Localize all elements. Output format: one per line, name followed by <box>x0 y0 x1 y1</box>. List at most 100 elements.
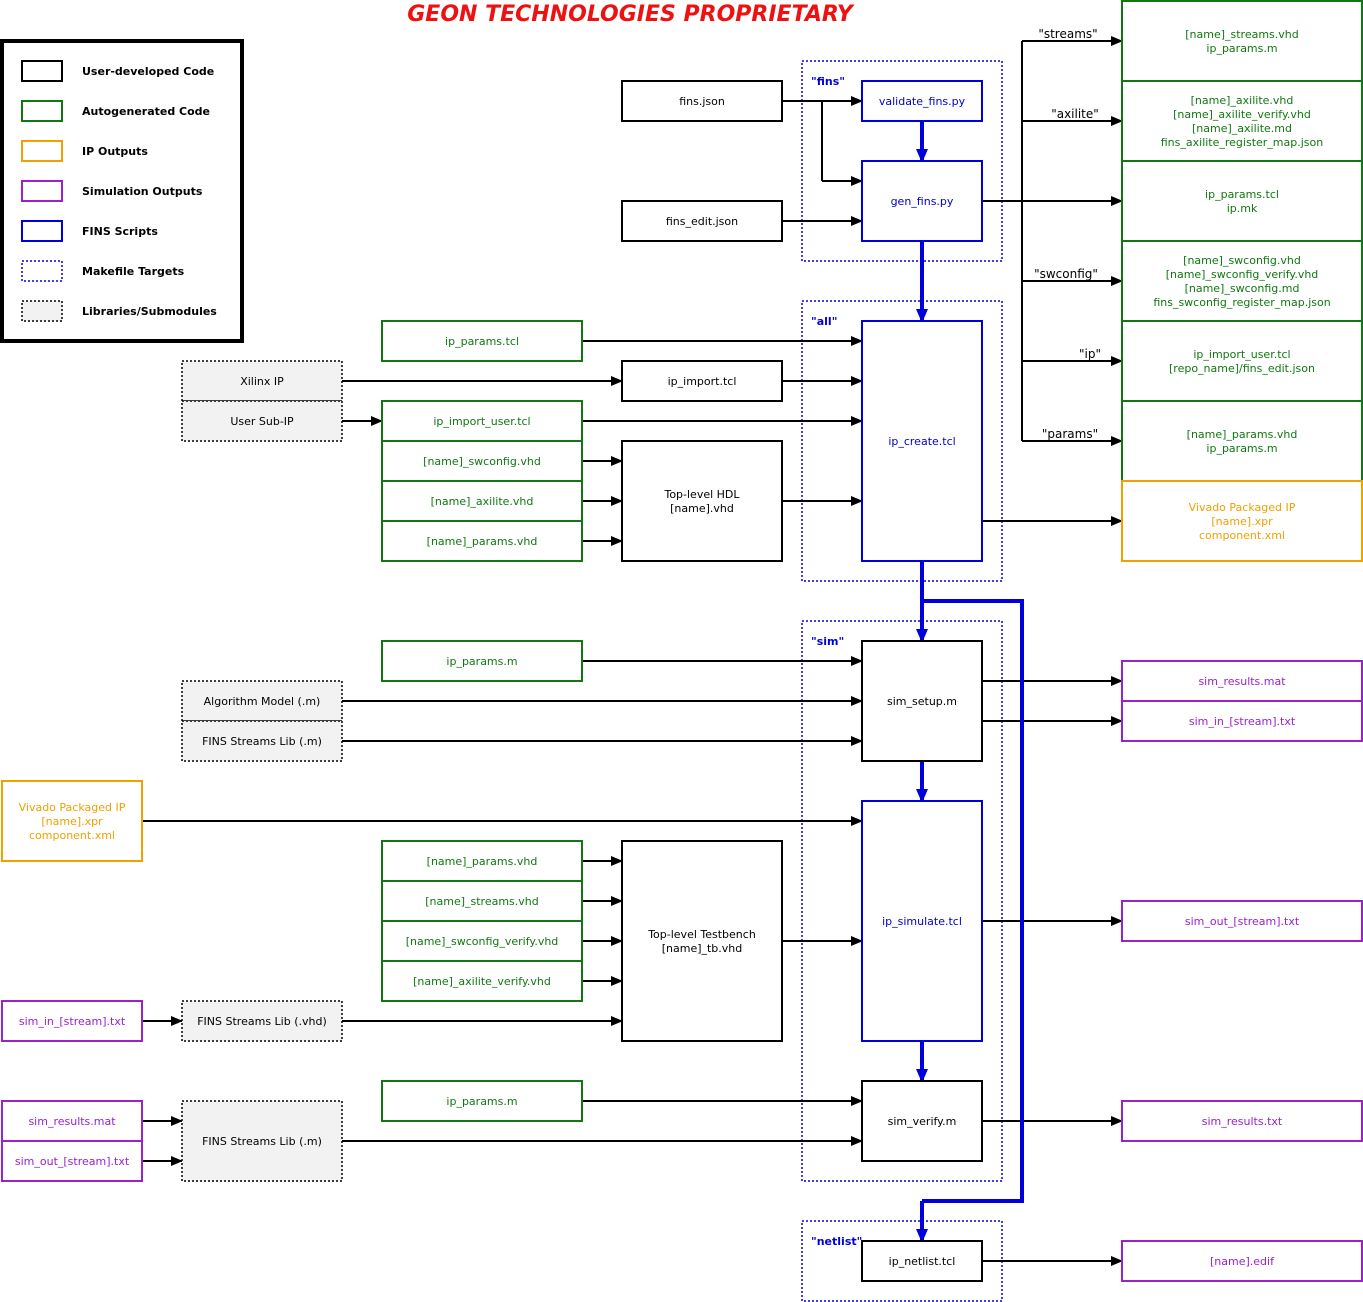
node-axilite-vhd: [name]_axilite.vhd <box>381 480 583 522</box>
edge-label-params: "params" <box>1042 427 1098 441</box>
node-label: [name]_axilite.vhd <box>1191 94 1294 107</box>
node-box <box>381 480 583 522</box>
node-box <box>181 720 343 762</box>
node-label: fins.json <box>679 95 725 108</box>
node-axilite-verify-vhd: [name]_axilite_verify.vhd <box>381 960 583 1002</box>
node-swconfig-verify-vhd: [name]_swconfig_verify.vhd <box>381 920 583 962</box>
node-label: [name].xpr <box>1211 515 1273 528</box>
node-box <box>381 840 583 882</box>
legend-item-sim: Simulation Outputs <box>21 180 203 202</box>
node-label: [name]_params.vhd <box>427 855 538 868</box>
node-label: ip_params.m <box>446 655 517 668</box>
legend-swatch <box>21 220 63 242</box>
node-top-hdl: Top-level HDL[name].vhd <box>621 440 783 562</box>
node-sim-in-in: sim_in_[stream].txt <box>1 1000 143 1042</box>
node-box <box>381 1080 583 1122</box>
node-label: fins_axilite_register_map.json <box>1161 136 1324 149</box>
node-vivado-in: Vivado Packaged IP[name].xprcomponent.xm… <box>1 780 143 862</box>
node-label: [name].edif <box>1210 1255 1275 1268</box>
legend-label: User-developed Code <box>82 65 214 78</box>
node-label: User Sub-IP <box>230 415 294 428</box>
target-frame-all <box>801 300 1003 582</box>
node-alg-model: Algorithm Model (.m) <box>181 680 343 722</box>
node-label: sim_verify.m <box>888 1115 957 1128</box>
node-top-tb: Top-level Testbench[name]_tb.vhd <box>621 840 783 1042</box>
node-label: gen_fins.py <box>891 195 954 208</box>
flow-create-to-netlist-route <box>922 599 1024 1203</box>
node-validate-fins: validate_fins.py <box>861 80 983 122</box>
node-box <box>181 400 343 442</box>
legend-swatch <box>21 60 63 82</box>
node-out-swconfig: [name]_swconfig.vhd[name]_swconfig_verif… <box>1121 240 1363 322</box>
node-sim-in-out: sim_in_[stream].txt <box>1121 700 1363 742</box>
node-label: ip_params.m <box>446 1095 517 1108</box>
legend-swatch <box>21 140 63 162</box>
node-sim-out-in: sim_out_[stream].txt <box>1 1140 143 1182</box>
node-box <box>381 320 583 362</box>
node-label: ip_params.tcl <box>1205 188 1279 201</box>
node-label: ip_params.m <box>1206 442 1277 455</box>
makefile-target-fins: "fins" <box>801 60 1003 262</box>
node-box <box>1121 900 1363 942</box>
node-box <box>181 680 343 722</box>
node-streams-lib-m-1: FINS Streams Lib (.m) <box>181 720 343 762</box>
node-label: Algorithm Model (.m) <box>204 695 321 708</box>
node-box <box>1121 80 1363 162</box>
legend-swatch <box>21 180 63 202</box>
node-label: Xilinx IP <box>240 375 284 388</box>
node-box <box>1121 160 1363 242</box>
node-label: component.xml <box>1199 529 1285 542</box>
diagram-title: GEON TECHNOLOGIES PROPRIETARY <box>407 2 855 27</box>
node-params-vhd-2: [name]_params.vhd <box>381 840 583 882</box>
legend-item-ip: IP Outputs <box>21 140 148 162</box>
target-label-fins: "fins" <box>811 75 845 88</box>
node-box <box>1121 0 1363 82</box>
legend-swatch <box>21 300 63 322</box>
node-label: [name]_axilite_verify.vhd <box>1173 108 1311 121</box>
node-streams-lib-vhd: FINS Streams Lib (.vhd) <box>181 1000 343 1042</box>
node-ip-params-tcl: ip_params.tcl <box>381 320 583 362</box>
node-params-vhd-1: [name]_params.vhd <box>381 520 583 562</box>
legend-item-lib: Libraries/Submodules <box>21 300 217 322</box>
target-label-netlist: "netlist" <box>811 1235 862 1248</box>
node-box <box>1121 700 1363 742</box>
edge-label-ip: "ip" <box>1079 347 1101 361</box>
node-sim-out-out: sim_out_[stream].txt <box>1121 900 1363 942</box>
node-box <box>1 780 143 862</box>
node-label: [name]_tb.vhd <box>662 942 743 955</box>
target-label-sim: "sim" <box>811 635 844 648</box>
node-label: validate_fins.py <box>879 95 966 108</box>
node-ip-netlist: ip_netlist.tcl <box>861 1240 983 1282</box>
node-label: [name]_axilite.md <box>1192 122 1292 135</box>
legend-label: Makefile Targets <box>82 265 185 278</box>
node-label: sim_setup.m <box>887 695 957 708</box>
node-box <box>181 1100 343 1182</box>
edge-labels-layer: "streams""axilite""swconfig""ip""params" <box>1034 27 1101 441</box>
node-box <box>861 640 983 762</box>
node-label: ip_simulate.tcl <box>882 915 962 928</box>
node-label: FINS Streams Lib (.m) <box>202 1135 322 1148</box>
node-box <box>861 160 983 242</box>
node-xilinx-ip: Xilinx IP <box>181 360 343 402</box>
node-box <box>181 360 343 402</box>
node-label: ip_params.tcl <box>445 335 519 348</box>
node-box <box>621 440 783 562</box>
node-label: ip_params.m <box>1206 42 1277 55</box>
node-box <box>621 360 783 402</box>
node-sim-results-mat-out: sim_results.mat <box>1121 660 1363 702</box>
target-frame-fins <box>801 60 1003 262</box>
node-box <box>1 1100 143 1142</box>
legend-item-user: User-developed Code <box>21 60 214 82</box>
node-edif-out: [name].edif <box>1121 1240 1363 1282</box>
node-label: [repo_name]/fins_edit.json <box>1169 362 1315 375</box>
node-user-subip: User Sub-IP <box>181 400 343 442</box>
node-label: ip_create.tcl <box>888 435 955 448</box>
node-box <box>861 1240 983 1282</box>
node-box <box>1 1000 143 1042</box>
node-label: sim_in_[stream].txt <box>19 1015 126 1028</box>
node-label: [name]_params.vhd <box>427 535 538 548</box>
makefile-target-sim: "sim" <box>801 620 1003 1182</box>
node-label: [name]_axilite.vhd <box>431 495 534 508</box>
